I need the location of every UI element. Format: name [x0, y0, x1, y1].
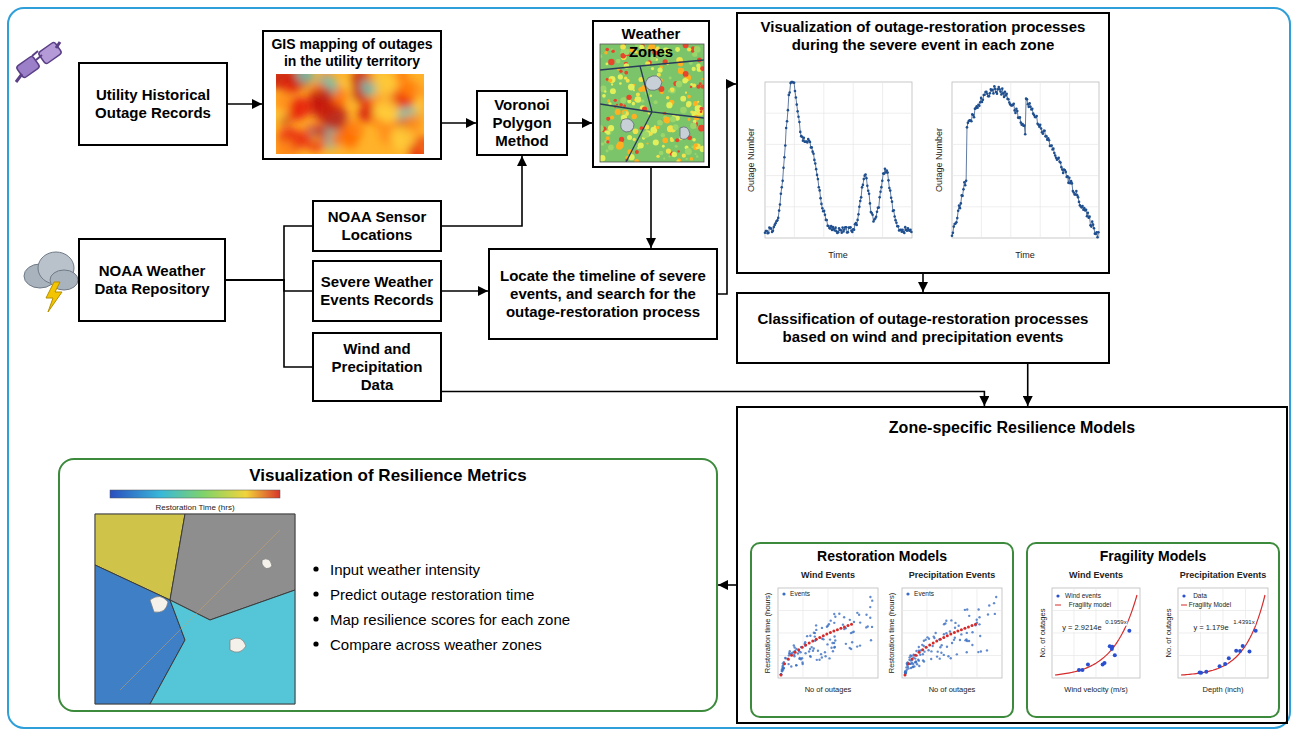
process-box: Severe Weather Events Records	[312, 260, 442, 322]
connector-arrow	[568, 122, 592, 124]
plot-label: 0.1959x	[1104, 619, 1127, 626]
plot-label: Fragility Model	[1188, 601, 1232, 608]
axis-title: Outage Number	[935, 127, 945, 193]
node-title: Locate the timeline of severe events, an…	[496, 267, 710, 321]
plot-label: Restoration Time (hrs)	[154, 504, 235, 513]
plot-label: Wind events	[1064, 592, 1102, 599]
process-box: NOAA Weather Data Repository	[78, 238, 226, 322]
connector-arrow	[442, 122, 476, 124]
resilience-map	[95, 490, 295, 704]
node-title: Visualization of outage-restoration proc…	[744, 18, 1102, 54]
storm-cloud-icon	[24, 252, 78, 312]
process-box: Visualization of outage-restoration proc…	[736, 12, 1110, 274]
plot-label: Precipitation Events	[908, 571, 997, 581]
plot-label: Events	[789, 590, 811, 597]
model-panel: Visualization of Resilience MetricsInput…	[58, 458, 718, 712]
connector-arrow	[650, 168, 652, 248]
node-title: GIS mapping of outages in the utility te…	[270, 36, 434, 70]
process-box: Weather Zones	[592, 20, 710, 168]
connector-arrow	[228, 103, 262, 105]
node-title: Restoration Models	[817, 548, 947, 565]
axis-title: No. of outages	[1039, 608, 1047, 659]
group-box: Zone-specific Resilience ModelsRestorati…	[736, 406, 1288, 724]
bullet-item: Input weather intensity	[330, 561, 480, 579]
node-title: Fragility Models	[1100, 548, 1207, 565]
connector-arrow	[922, 274, 924, 292]
process-box: Locate the timeline of severe events, an…	[488, 248, 718, 340]
connector-arrow	[226, 226, 312, 280]
plot-label: Time	[1014, 251, 1036, 261]
node-title: Wind and Precipitation Data	[320, 340, 434, 394]
node-title: NOAA Weather Data Repository	[86, 262, 218, 298]
plot-label: Time	[827, 251, 849, 261]
plot-label: Wind Events	[800, 571, 856, 581]
plot-label: Fragility model	[1068, 601, 1112, 608]
node-title: Zone-specific Resilience Models	[889, 418, 1135, 437]
axis-title: Restoration time (hours)	[888, 592, 896, 674]
connector-arrow	[1027, 364, 1029, 406]
plot-label: y = 1.179e	[1192, 624, 1229, 632]
plot-label: y = 2.9214e	[1061, 624, 1102, 632]
connector-arrow	[226, 280, 312, 367]
plot-label: Precipitation Events	[1179, 571, 1268, 581]
axis-title: No. of outages	[1165, 608, 1173, 659]
bullet-dots	[313, 566, 318, 646]
node-title: Utility Historical Outage Records	[86, 86, 220, 122]
connector-arrow	[226, 280, 312, 291]
process-box: Wind and Precipitation Data	[312, 332, 442, 402]
plot-label: Wind velocity (m/s)	[1063, 686, 1128, 694]
process-box: GIS mapping of outages in the utility te…	[262, 30, 442, 160]
outage-timeline-charts	[764, 81, 1100, 239]
connector-arrow	[442, 290, 488, 292]
axis-title: Outage Number	[747, 127, 757, 193]
node-title: Visualization of Resilience Metrics	[249, 466, 526, 486]
plot-label: 1.4391x	[1232, 619, 1255, 626]
connector-arrow	[718, 84, 736, 294]
frame	[8, 8, 1290, 728]
process-box: NOAA Sensor Locations	[312, 200, 442, 252]
plug-icon	[16, 42, 62, 82]
axis-title: Restoration time (hours)	[764, 592, 772, 674]
node-title: Classification of outage-restoration pro…	[744, 310, 1102, 346]
node-title: Severe Weather Events Records	[320, 273, 434, 309]
plot-label: Events	[913, 590, 935, 597]
bullet-item: Map resilience scores for each zone	[330, 611, 570, 629]
process-box: Voronoi Polygon Method	[476, 90, 568, 156]
bullet-item: Predict outage restoration time	[330, 586, 534, 604]
bullet-item: Compare across weather zones	[330, 636, 542, 654]
node-title: Voronoi Polygon Method	[481, 96, 563, 150]
model-plots	[778, 588, 1268, 678]
plot-label: Wind Events	[1068, 571, 1124, 581]
connector-arrow	[718, 584, 736, 586]
process-box: Utility Historical Outage Records	[78, 62, 228, 146]
plot-label: No of outages	[804, 686, 853, 694]
node-title: Weather Zones	[600, 25, 702, 61]
connector-arrow	[442, 392, 984, 407]
outage-heatmap	[266, 63, 435, 163]
plot-label: No of outages	[928, 686, 977, 694]
node-title: NOAA Sensor Locations	[320, 208, 434, 244]
process-box: Classification of outage-restoration pro…	[736, 292, 1110, 364]
connector-arrow	[442, 156, 522, 226]
plot-label: Depth (inch)	[1202, 686, 1245, 694]
plot-label: Data	[1192, 592, 1208, 599]
